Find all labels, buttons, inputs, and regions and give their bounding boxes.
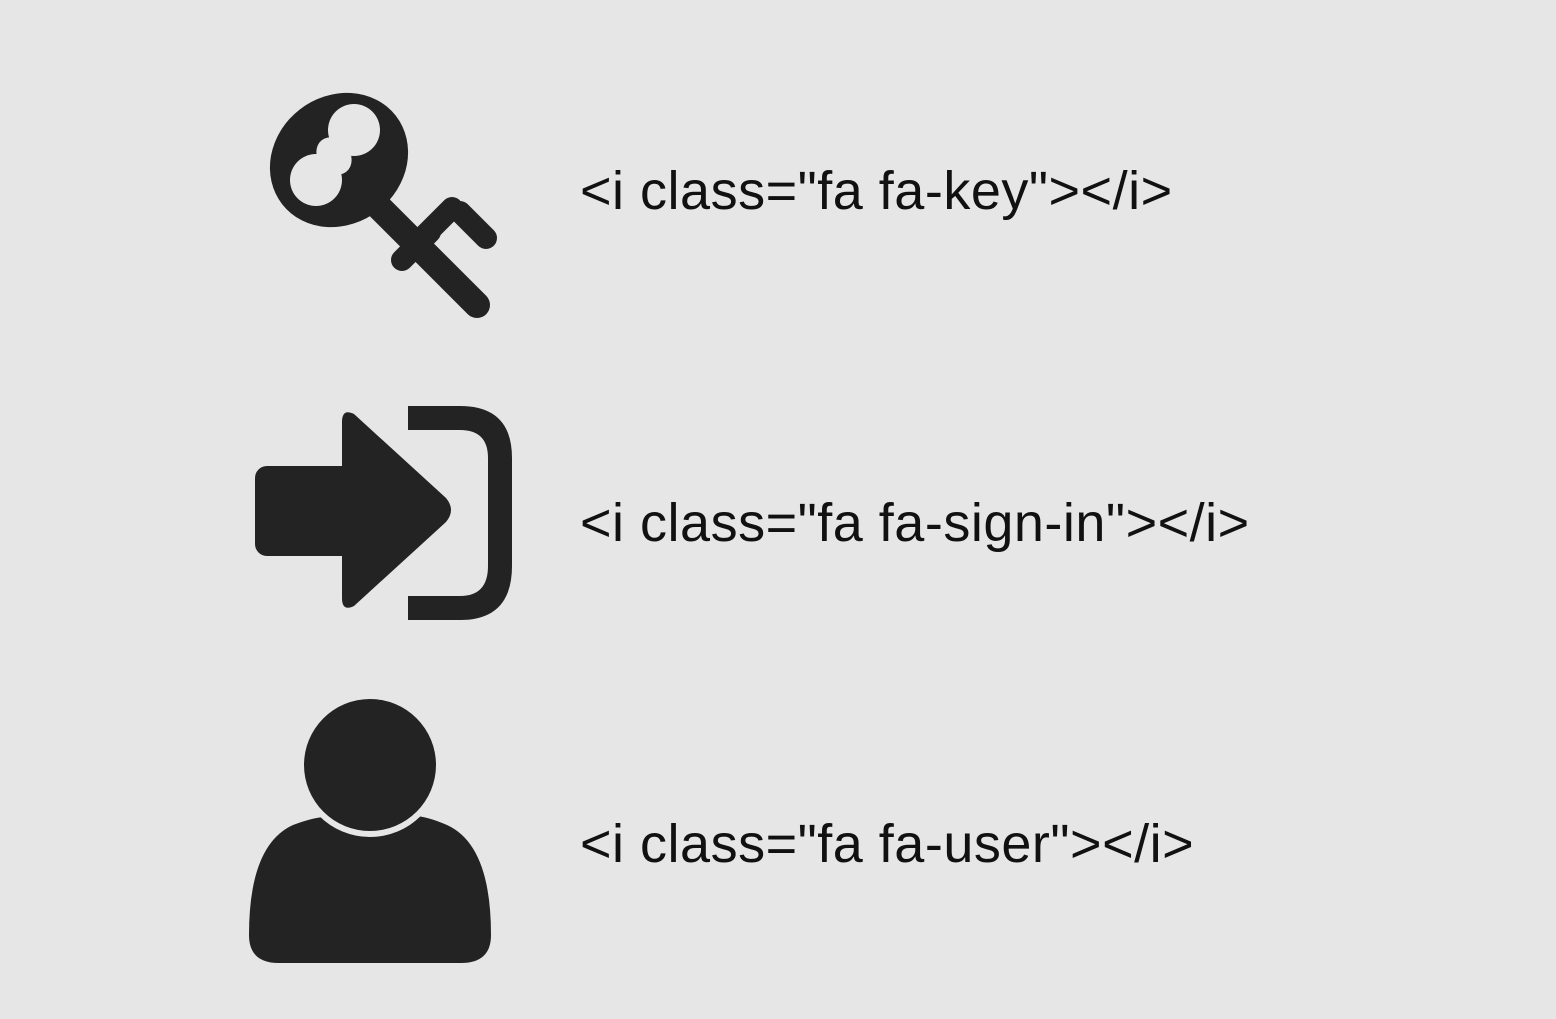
code-label-sign-in: <i class="fa fa-sign-in"></i> — [580, 493, 1250, 553]
code-label-key: <i class="fa fa-key"></i> — [580, 161, 1173, 221]
icon-row-sign-in: <i class="fa fa-sign-in"></i> — [0, 400, 1556, 700]
icon-row-key: <i class="fa fa-key"></i> — [0, 80, 1556, 380]
sign-in-icon — [250, 400, 520, 630]
user-icon — [245, 695, 495, 970]
code-label-user: <i class="fa fa-user"></i> — [580, 814, 1195, 874]
key-icon — [262, 90, 507, 320]
icon-row-user: <i class="fa fa-user"></i> — [0, 695, 1556, 995]
